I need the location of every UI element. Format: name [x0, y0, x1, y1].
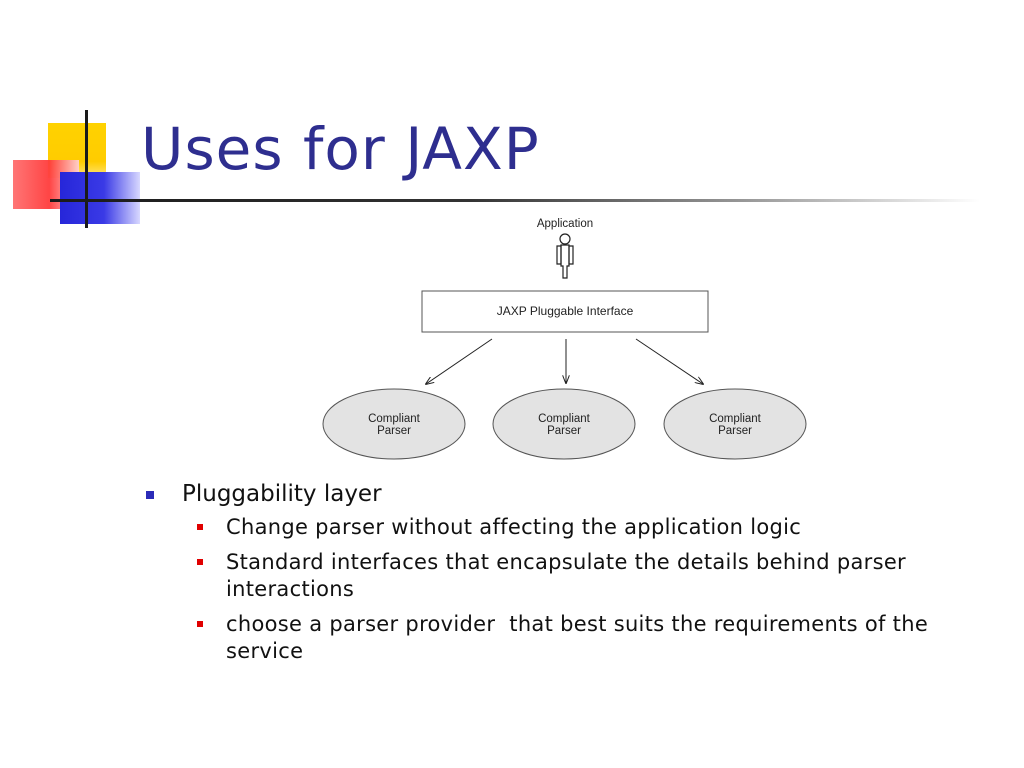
bullet-level1: Pluggability layer — [142, 478, 992, 510]
title-underline — [50, 199, 980, 202]
sub-bullet-square-icon — [197, 559, 203, 565]
application-label: Application — [537, 218, 593, 230]
sub-bullet-text: Standard interfaces that encapsulate the… — [226, 550, 906, 601]
bullet-square-icon — [146, 491, 154, 499]
decorative-blue-square — [60, 172, 140, 224]
sub-bullet-item: choose a parser provider that best suits… — [142, 611, 992, 665]
sub-bullet-item: Standard interfaces that encapsulate the… — [142, 549, 992, 603]
parser-label-1-line1: Compliant — [368, 413, 421, 425]
parser-ellipse-3 — [663, 388, 807, 460]
sub-bullet-text: choose a parser provider that best suits… — [226, 612, 936, 663]
slide-title: Uses for JAXP — [141, 115, 540, 183]
application-user-icon — [556, 233, 574, 279]
parser-ellipse-1 — [322, 388, 466, 460]
decorative-vertical-line — [85, 110, 88, 228]
arrow-left — [426, 338, 493, 384]
interface-box — [421, 290, 709, 333]
parser-ellipse-2 — [492, 388, 636, 460]
sub-bullet-item: Change parser without affecting the appl… — [142, 514, 992, 541]
parser-label-3-line1: Compliant — [709, 413, 762, 425]
sub-bullet-list: Change parser without affecting the appl… — [142, 514, 992, 665]
sub-bullet-text: Change parser without affecting the appl… — [226, 515, 802, 539]
sub-bullet-square-icon — [197, 621, 203, 627]
parser-label-1-line2: Parser — [377, 425, 411, 437]
sub-bullet-square-icon — [197, 524, 203, 530]
parser-label-3-line2: Parser — [718, 425, 752, 437]
parser-label-2-line2: Parser — [547, 425, 581, 437]
bullet-list: Pluggability layer Change parser without… — [142, 478, 992, 673]
interface-label: JAXP Pluggable Interface — [497, 304, 634, 318]
jaxp-diagram: Application JAXP Pluggable Interface Com… — [322, 218, 807, 460]
arrow-right — [635, 338, 703, 384]
parser-label-2-line1: Compliant — [538, 413, 591, 425]
bullet-main-text: Pluggability layer — [182, 481, 382, 507]
